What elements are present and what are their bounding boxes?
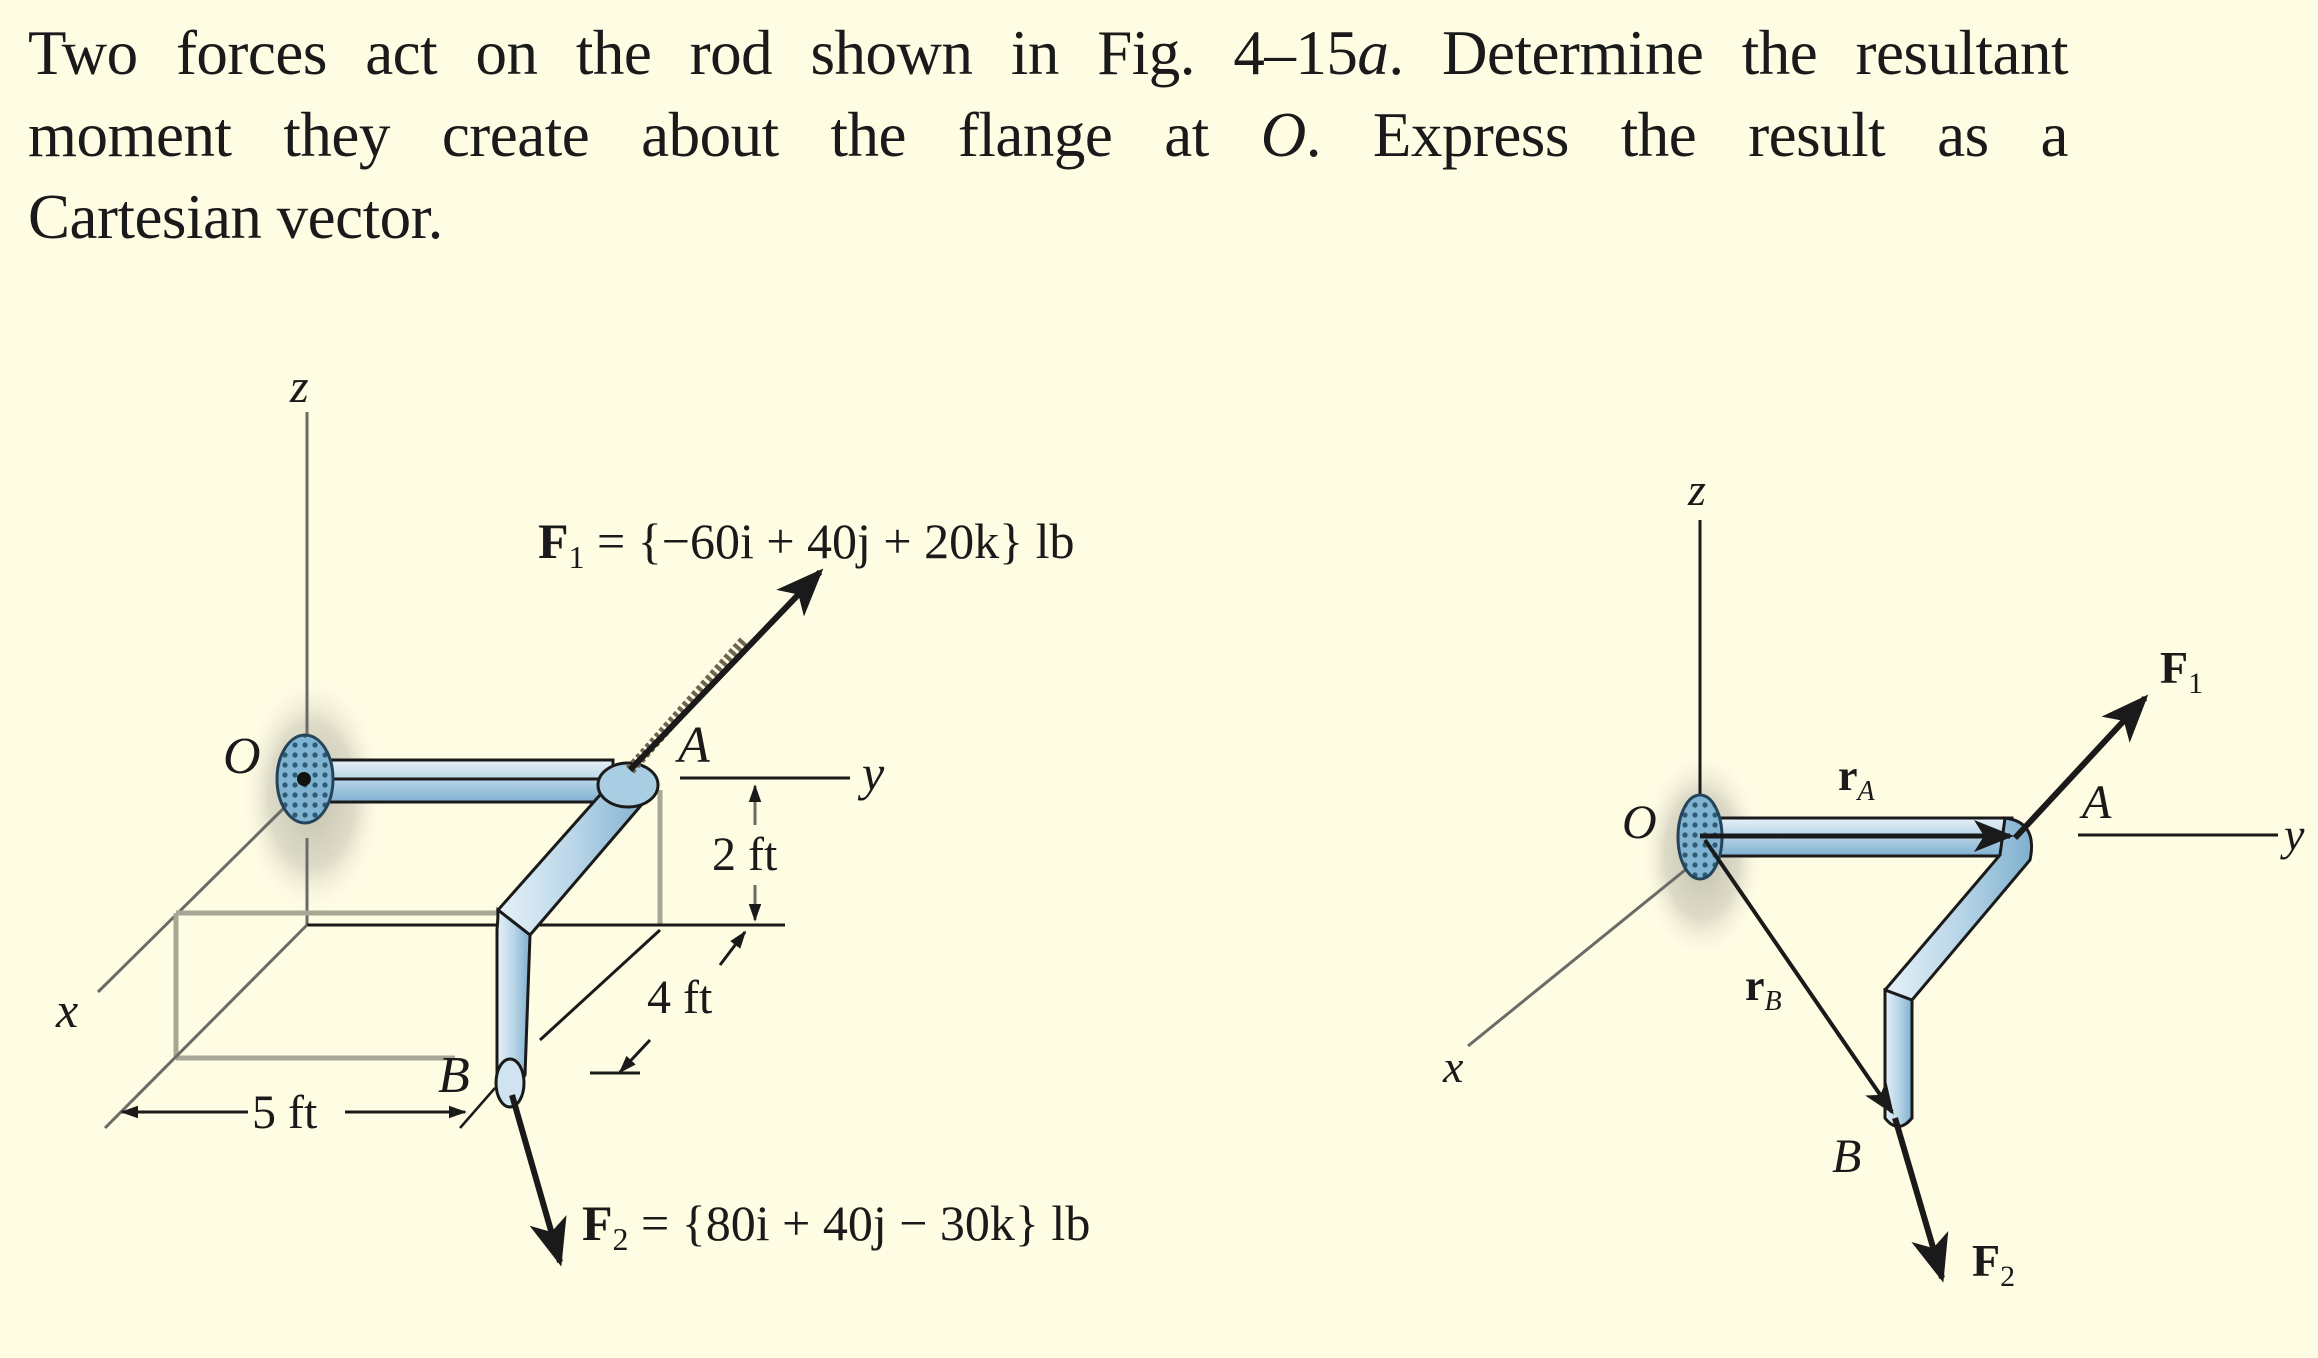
f1-arrow	[627, 568, 824, 773]
dim-4ft-bottom-arrow	[618, 1038, 652, 1074]
dimension-box	[173, 790, 663, 1061]
problem-statement: Two forces act on the rod shown in Fig. …	[28, 12, 2069, 258]
joint-a	[596, 761, 660, 809]
box-diagonal-left	[103, 923, 309, 1130]
figure-left: z x y 2 ft 4 ft 5 ft	[55, 360, 1090, 1267]
x-axis	[96, 805, 287, 994]
y-axis-label: y	[857, 745, 885, 801]
figure-right: z x y O A B F1 F2	[1442, 464, 2305, 1293]
point-o-label-right: O	[1622, 796, 1657, 849]
f2-label-right: F2	[1972, 1235, 2015, 1293]
box-diagonal-right	[538, 928, 662, 1042]
r-b-label: rB	[1745, 961, 1782, 1017]
dim-5ft-ext	[459, 1087, 496, 1129]
x-axis-label: x	[55, 982, 78, 1038]
r-a-label-main: rA	[1838, 751, 1876, 807]
z-axis-label-right: z	[1687, 464, 1706, 515]
r-b-vector	[1703, 838, 1894, 1115]
point-o-label: O	[223, 728, 261, 785]
x-axis-right	[1467, 860, 1696, 1048]
dim-2ft-label: 2 ft	[712, 828, 778, 881]
f1-arrow-right	[2012, 694, 2149, 841]
problem-line-3: Cartesian vector.	[28, 182, 443, 252]
z-axis-label: z	[289, 360, 309, 413]
problem-line-1: Two forces act on the rod shown in Fig. …	[28, 18, 2068, 88]
point-a-label: A	[675, 717, 710, 774]
point-a-label-right: A	[2079, 776, 2112, 829]
end-b	[494, 1057, 526, 1109]
dim-4ft-label: 4 ft	[647, 971, 713, 1024]
y-axis-label-right: y	[2280, 809, 2305, 860]
x-axis-label-right: x	[1442, 1041, 1464, 1092]
f2-arrow-right	[1892, 1117, 1949, 1283]
point-b-label-right: B	[1832, 1130, 1861, 1183]
rod-segment-oa	[316, 758, 615, 804]
dim-4ft-top-arrow	[718, 930, 747, 966]
f2-arrow	[509, 1094, 567, 1267]
f1-equation: F1 = {−60i + 40j + 20k} lb	[538, 513, 1075, 575]
point-b-label: B	[438, 1047, 470, 1104]
f1-label-right: F1	[2160, 642, 2203, 700]
dim-5ft-label: 5 ft	[252, 1086, 318, 1139]
f2-equation: F2 = {80i + 40j − 30k} lb	[582, 1195, 1090, 1257]
problem-line-2: moment they create about the flange at O…	[28, 100, 2069, 170]
